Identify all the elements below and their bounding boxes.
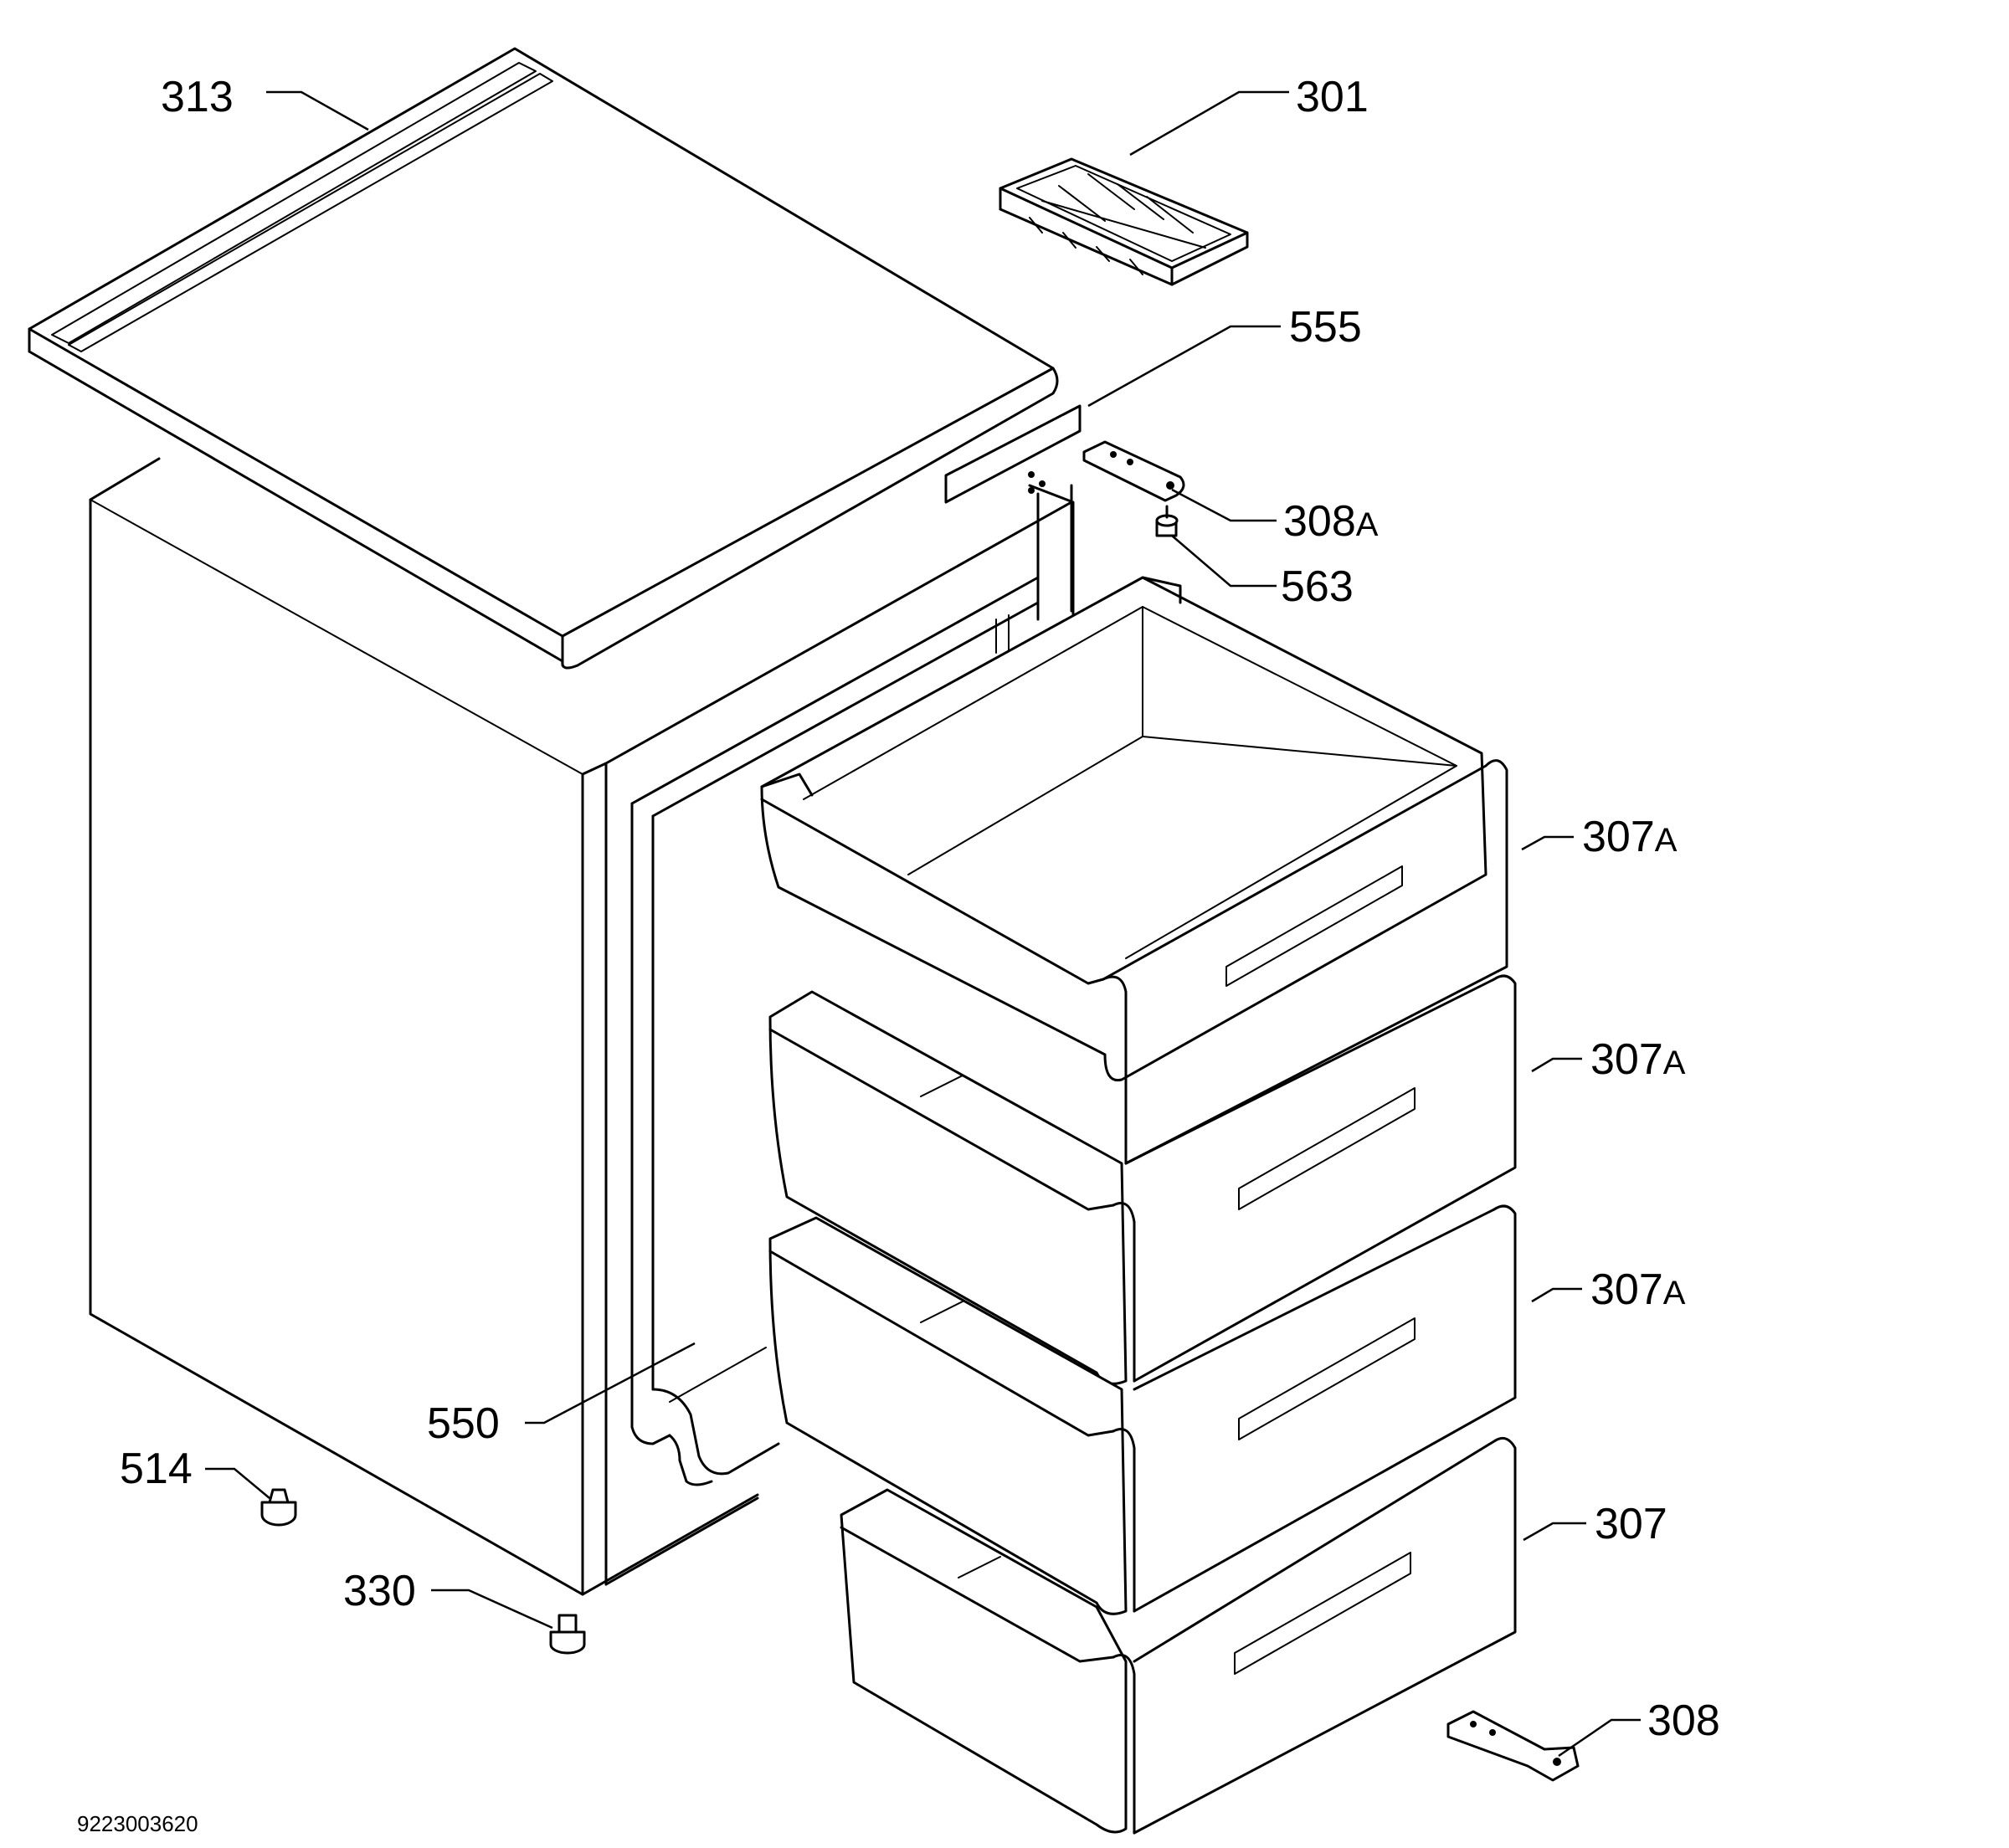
callout-307a-3-number: 307 xyxy=(1590,1265,1663,1314)
callout-330: 330 xyxy=(343,1567,416,1615)
callout-307: 307 xyxy=(1595,1500,1667,1548)
callout-307a-2-number: 307 xyxy=(1590,1035,1663,1084)
foot-514 xyxy=(260,1488,297,1527)
callout-308: 308 xyxy=(1647,1697,1720,1745)
ice-cube-tray xyxy=(999,157,1249,286)
callout-550: 550 xyxy=(427,1399,500,1448)
foot-330 xyxy=(549,1614,586,1655)
callout-307a-2: 307A xyxy=(1590,1035,1686,1084)
callout-514: 514 xyxy=(120,1445,193,1493)
callout-307a-1-number: 307 xyxy=(1582,813,1655,861)
callout-labels: 313 301 555 308A 563 307A 307A 307A 307 … xyxy=(120,73,1720,1745)
callout-307a-2-suffix: A xyxy=(1663,1045,1686,1081)
callout-313: 313 xyxy=(161,73,234,121)
drawer-top xyxy=(760,576,1508,1165)
callout-308a: 308A xyxy=(1283,497,1379,546)
leader-lines xyxy=(205,90,1641,1758)
bottom-hinge xyxy=(1446,1710,1580,1782)
callout-301: 301 xyxy=(1296,73,1369,121)
top-lid xyxy=(28,47,1059,670)
callout-555: 555 xyxy=(1289,303,1362,352)
callout-307a-1-suffix: A xyxy=(1655,822,1678,859)
callout-308a-number: 308 xyxy=(1283,497,1356,546)
hinge-pin xyxy=(1155,505,1179,537)
cabinet-body xyxy=(89,457,1075,1596)
callout-307a-3-suffix: A xyxy=(1663,1275,1686,1312)
callout-307a-3: 307A xyxy=(1590,1265,1686,1314)
drawer-lower-middle xyxy=(768,1204,1517,1615)
callout-307a-1: 307A xyxy=(1582,813,1678,861)
callout-308a-suffix: A xyxy=(1356,506,1379,543)
top-hinge xyxy=(1082,440,1185,502)
drawer-bottom xyxy=(840,1436,1517,1835)
callout-563: 563 xyxy=(1281,562,1354,611)
drawer-upper-middle xyxy=(768,974,1517,1385)
gasket-strip xyxy=(944,404,1082,504)
document-number: 9223003620 xyxy=(77,1811,198,1836)
